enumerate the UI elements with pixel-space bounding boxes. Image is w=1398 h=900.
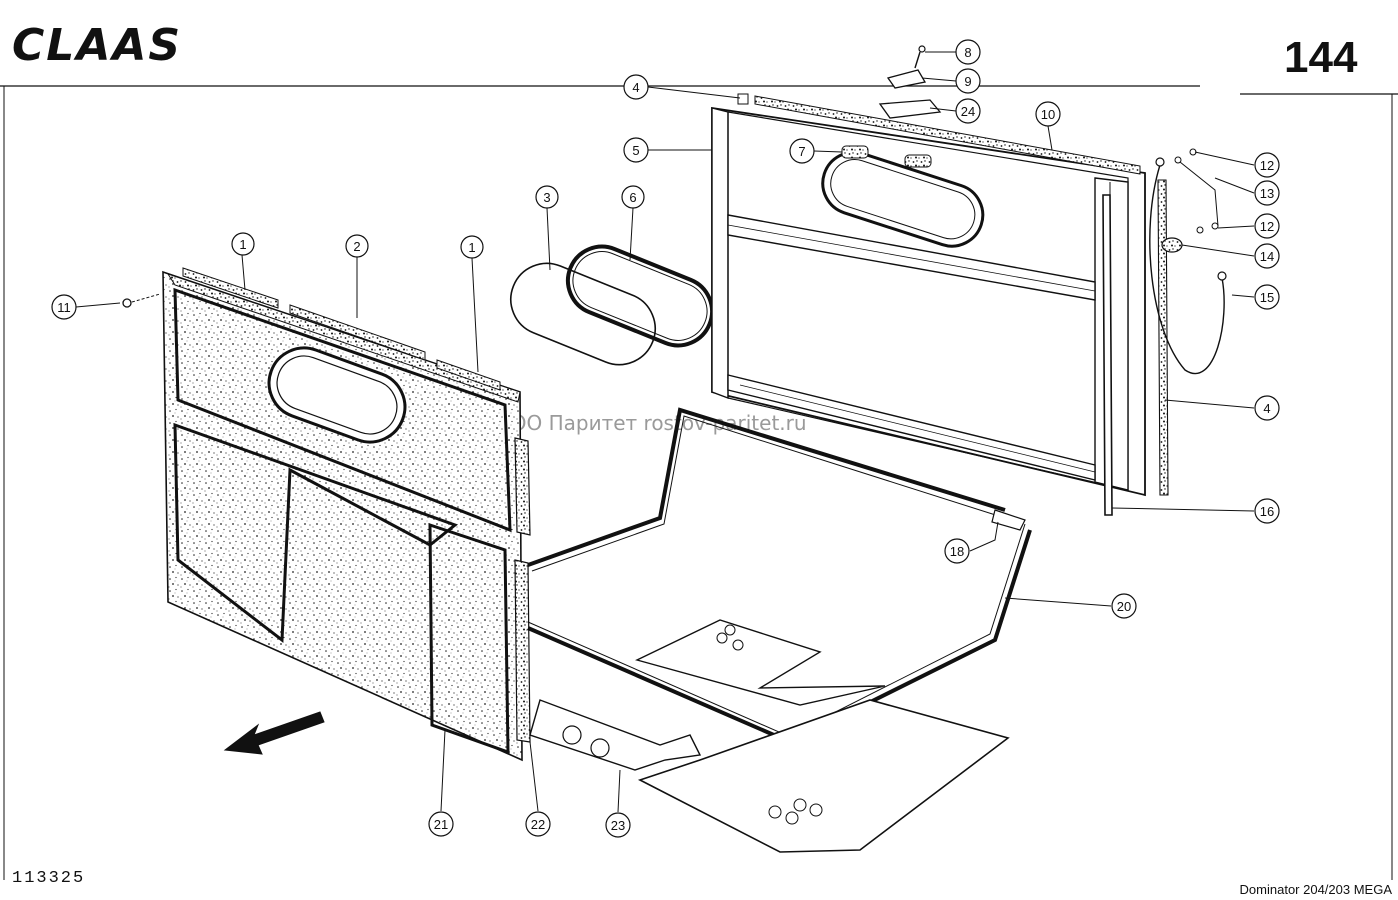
callout: 24 — [955, 98, 981, 124]
glass-and-seal — [510, 244, 715, 366]
callout: 23 — [605, 812, 631, 838]
svg-text:5: 5 — [632, 143, 639, 158]
floor-mats — [529, 619, 1010, 853]
svg-text:11: 11 — [57, 300, 71, 315]
callout: 15 — [1254, 284, 1280, 310]
screw-11 — [122, 293, 161, 308]
callout: 21 — [428, 811, 454, 837]
svg-text:22: 22 — [531, 817, 545, 832]
callout: 4 — [1254, 395, 1280, 421]
svg-text:10: 10 — [1041, 107, 1055, 122]
callout: 16 — [1254, 498, 1280, 524]
svg-text:12: 12 — [1260, 219, 1274, 234]
svg-text:6: 6 — [629, 190, 636, 205]
drawing-number: 113325 — [12, 869, 85, 888]
svg-text:4: 4 — [1263, 401, 1270, 416]
callout: 5 — [623, 137, 649, 163]
brand-logo: CLAAS — [12, 20, 182, 71]
callout: 1 — [231, 232, 255, 256]
callout: 4 — [623, 74, 649, 100]
svg-text:1: 1 — [468, 240, 475, 255]
svg-text:18: 18 — [950, 544, 964, 559]
interior-panel — [162, 267, 531, 762]
side-strips — [1102, 179, 1169, 516]
callout: 20 — [1111, 593, 1137, 619]
svg-text:21: 21 — [434, 817, 448, 832]
callout: 7 — [789, 138, 815, 164]
latch-parts — [878, 45, 942, 119]
svg-text:24: 24 — [961, 104, 975, 119]
svg-text:1: 1 — [239, 237, 246, 252]
callout: 18 — [944, 538, 970, 564]
callout: 12 — [1254, 213, 1280, 239]
model-label: Dominator 204/203 MEGA — [1240, 882, 1393, 897]
callout: 8 — [955, 39, 981, 65]
svg-text:20: 20 — [1117, 599, 1131, 614]
svg-text:13: 13 — [1260, 186, 1274, 201]
floor-frame — [527, 407, 1032, 745]
svg-text:16: 16 — [1260, 504, 1274, 519]
callout: 14 — [1254, 243, 1280, 269]
callout: 12 — [1254, 152, 1280, 178]
svg-text:9: 9 — [964, 74, 971, 89]
svg-text:2: 2 — [353, 239, 360, 254]
svg-text:3: 3 — [543, 190, 550, 205]
watermark: ООО Паритет rostov-paritet.ru — [495, 411, 807, 435]
callout: 22 — [525, 811, 551, 837]
svg-text:7: 7 — [798, 144, 805, 159]
svg-text:23: 23 — [611, 818, 625, 833]
callout: 9 — [955, 68, 981, 94]
cable-assembly — [1149, 148, 1227, 374]
direction-arrow — [223, 711, 325, 755]
callout: 2 — [345, 234, 369, 258]
callout: 11 — [51, 294, 77, 320]
callout: 3 — [535, 185, 559, 209]
svg-text:14: 14 — [1260, 249, 1274, 264]
svg-text:12: 12 — [1260, 158, 1274, 173]
callout: 1 — [460, 235, 484, 259]
svg-text:4: 4 — [632, 80, 639, 95]
callout: 13 — [1254, 180, 1280, 206]
leader-lines — [75, 51, 1255, 813]
callout: 10 — [1035, 101, 1061, 127]
svg-text:8: 8 — [964, 45, 971, 60]
page-number: 144 — [1284, 33, 1358, 82]
callout: 6 — [621, 185, 645, 209]
svg-text:15: 15 — [1260, 290, 1274, 305]
